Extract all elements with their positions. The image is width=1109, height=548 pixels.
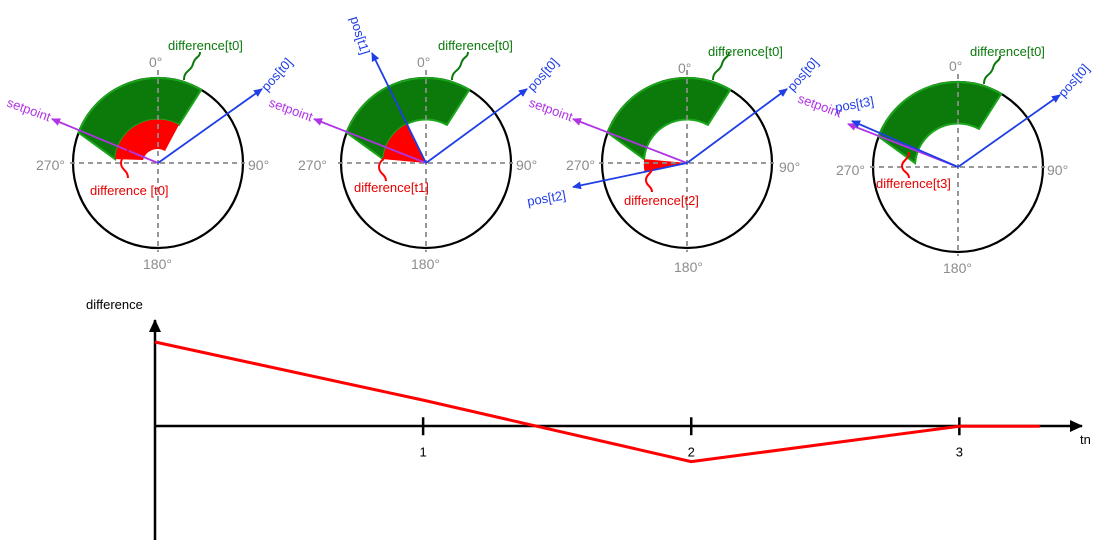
- degree-right-label: 90°: [1047, 162, 1068, 178]
- setpoint-arrow: [313, 118, 427, 164]
- pos-t0-label: pos[t0]: [784, 55, 821, 94]
- degree-right-label: 90°: [248, 157, 269, 173]
- degree-left-label: 270°: [298, 157, 327, 173]
- green-label-leader: [183, 51, 201, 81]
- green-label: difference[t0]: [708, 44, 783, 59]
- y-axis-label: difference: [86, 297, 143, 312]
- green-label-leader: [983, 55, 1001, 85]
- x-tick-label: 2: [688, 444, 695, 459]
- red-label-leader: [119, 148, 129, 179]
- degree-bottom-label: 180°: [943, 260, 972, 276]
- pos-t2-label: pos[t2]: [526, 187, 567, 209]
- degree-top-label: 0°: [678, 60, 691, 76]
- degree-bottom-label: 180°: [411, 256, 440, 272]
- difference-band-red: [115, 119, 179, 160]
- green-label: difference[t0]: [970, 44, 1045, 59]
- pos-t0-label: pos[t0]: [1055, 61, 1092, 100]
- degree-left-label: 270°: [36, 157, 65, 173]
- dial-t0: difference[t0] difference [t0] setpoint …: [5, 38, 295, 272]
- x-axis-label: tn: [1080, 432, 1091, 447]
- difference-series-line: [154, 340, 1040, 464]
- setpoint-label: setpoint: [527, 95, 575, 125]
- degree-top-label: 0°: [949, 58, 962, 74]
- pos-t1-arrow: [371, 52, 427, 164]
- x-tick-label: 3: [956, 444, 963, 459]
- difference-band-green: [345, 76, 471, 161]
- red-label: difference[t2]: [624, 193, 699, 208]
- degree-right-label: 90°: [779, 159, 800, 175]
- degree-left-label: 270°: [566, 157, 595, 173]
- degree-left-label: 270°: [836, 162, 865, 178]
- red-label-leader: [377, 151, 387, 182]
- green-label-leader: [451, 51, 469, 81]
- green-label-leader: [712, 51, 730, 81]
- dial-t3: difference[t0] difference[t3] setpoint p…: [796, 44, 1092, 276]
- red-label-leader: [900, 151, 910, 179]
- pos-t0-label: pos[t0]: [258, 55, 295, 94]
- pos-t0-arrow: [157, 88, 263, 164]
- pos-t0-label: pos[t0]: [524, 55, 561, 94]
- pos-t1-label: pos[t1]: [347, 14, 373, 56]
- green-label: difference[t0]: [168, 38, 243, 53]
- pos-t0-arrow: [686, 88, 788, 164]
- setpoint-label: setpoint: [5, 95, 53, 125]
- pos-t0-arrow: [425, 88, 528, 164]
- red-label-leader: [644, 167, 653, 193]
- red-label: difference[t3]: [876, 176, 951, 191]
- degree-right-label: 90°: [516, 157, 537, 173]
- red-label: difference[t1]: [354, 180, 429, 195]
- green-label: difference[t0]: [438, 38, 513, 53]
- dial-t2: difference[t0] difference[t2] setpoint p…: [526, 44, 821, 275]
- degree-bottom-label: 180°: [674, 259, 703, 275]
- setpoint-arrow: [51, 118, 159, 164]
- difference-line-chart: difference tn 1 2 3: [86, 297, 1091, 540]
- pos-t3-label: pos[t3]: [834, 93, 875, 115]
- x-tick-label: 1: [419, 444, 426, 459]
- dial-t1: difference[t0] difference[t1] setpoint p…: [267, 14, 561, 272]
- pos-t3-arrow: [851, 120, 959, 168]
- pos-t0-arrow: [957, 94, 1061, 168]
- setpoint-arrow: [572, 118, 688, 164]
- difference-band-green: [606, 76, 732, 161]
- difference-band-red: [383, 124, 426, 163]
- pos-t2-arrow: [572, 162, 688, 190]
- red-label: difference [t0]: [90, 183, 169, 198]
- setpoint-label: setpoint: [267, 95, 315, 125]
- degree-top-label: 0°: [417, 54, 430, 70]
- degree-bottom-label: 180°: [143, 256, 172, 272]
- difference-band-green: [877, 80, 1003, 165]
- degree-top-label: 0°: [149, 54, 162, 70]
